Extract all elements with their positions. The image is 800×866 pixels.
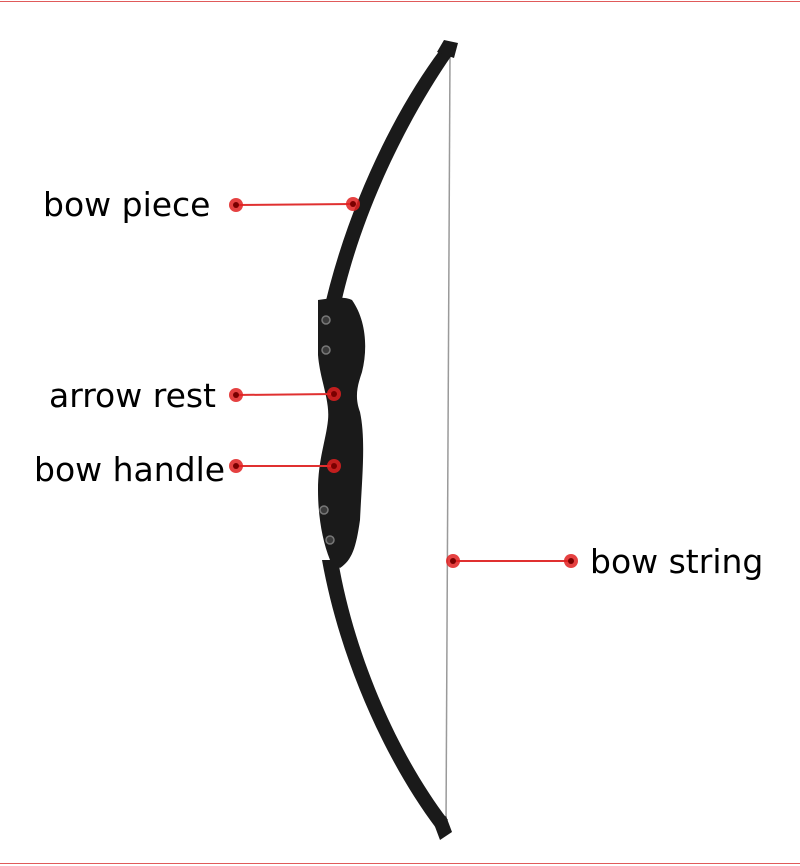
bow-string-line xyxy=(445,54,451,826)
upper-limb-tip xyxy=(437,40,458,58)
bow-handle-marker-left xyxy=(229,459,243,473)
arrow-rest-marker-right xyxy=(327,387,341,401)
lower-limb-tip xyxy=(434,816,452,840)
bow-handle-label: bow handle xyxy=(34,450,226,489)
top-border-line xyxy=(0,1,800,2)
lower-limb xyxy=(322,560,448,828)
riser-bolt-3 xyxy=(319,505,329,515)
bow-piece-label: bow piece xyxy=(43,185,211,224)
upper-limb xyxy=(322,50,452,318)
arrow-rest-marker-left xyxy=(229,388,243,402)
riser-bolt-2 xyxy=(321,345,331,355)
riser-bolt-1 xyxy=(321,315,331,325)
bottom-border-line xyxy=(0,863,800,864)
bow-handle-marker-right xyxy=(327,459,341,473)
riser-handle xyxy=(318,297,366,568)
bow-piece-leader xyxy=(235,203,354,206)
bow-string-marker-left xyxy=(446,554,460,568)
arrow-rest-leader xyxy=(235,393,335,396)
bow-string-marker-right xyxy=(564,554,578,568)
arrow-rest-label: arrow rest xyxy=(49,376,216,415)
bow-piece-marker-left xyxy=(229,198,243,212)
riser-bolt-4 xyxy=(325,535,335,545)
bow-string-label: bow string xyxy=(590,542,764,581)
bow-piece-marker-right xyxy=(346,197,360,211)
